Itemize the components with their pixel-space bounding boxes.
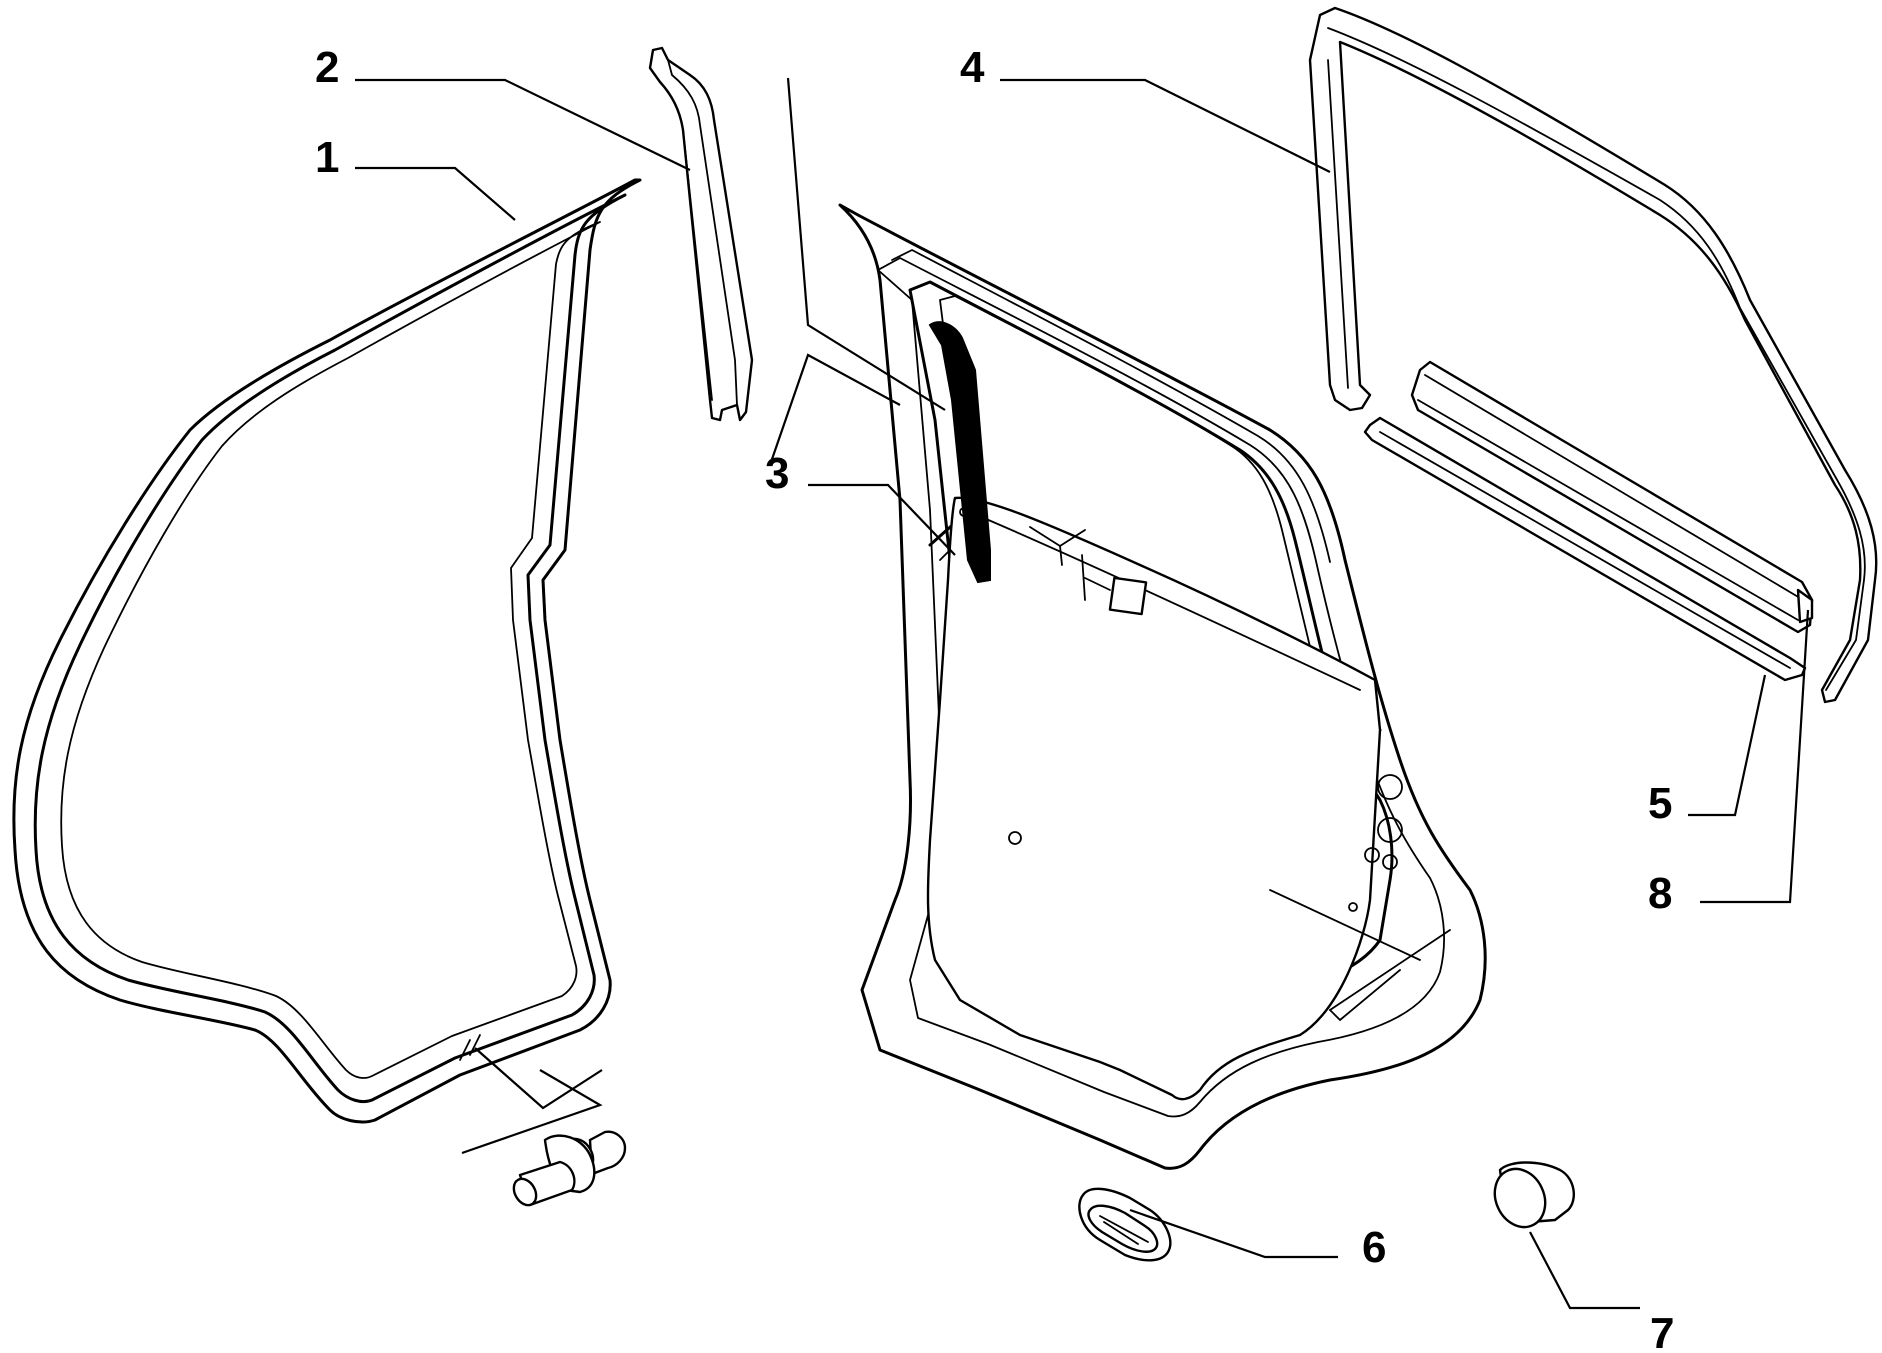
- door-seal-icon: [12, 178, 642, 1124]
- ref-line-a: [786, 77, 946, 411]
- callout-8: 8: [1648, 869, 1672, 918]
- window-channel-seal-icon: [1308, 6, 1878, 704]
- ref-line-d: [474, 1047, 603, 1110]
- leader-1: [355, 166, 516, 221]
- callout-labels: 1 2 3 4 5 6 7 8: [315, 43, 1674, 1353]
- beltline-weatherstrip-icon: [1363, 360, 1814, 682]
- callout-5: 5: [1648, 779, 1672, 828]
- rear-door-panel-icon: [838, 203, 1487, 1170]
- ref-line-b: [768, 353, 901, 466]
- push-pin-clip-icon: [512, 1130, 627, 1207]
- leader-7: [1529, 1231, 1640, 1310]
- leader-2: [355, 78, 691, 171]
- leader-lines: [355, 77, 1810, 1310]
- callout-7: 7: [1650, 1309, 1674, 1353]
- leader-8: [1700, 609, 1810, 904]
- callout-6: 6: [1362, 1223, 1386, 1272]
- callout-1: 1: [315, 133, 339, 182]
- leader-5: [1688, 674, 1767, 817]
- pillar-trim-strip-icon: [648, 46, 754, 422]
- round-plug-icon: [1493, 1161, 1576, 1229]
- leader-3: [808, 483, 956, 556]
- oval-grommet-icon: [1078, 1187, 1172, 1262]
- leader-6: [1129, 1208, 1338, 1259]
- callout-4: 4: [960, 43, 985, 92]
- callout-3: 3: [765, 449, 789, 498]
- leader-4: [1000, 78, 1331, 173]
- callout-2: 2: [315, 43, 339, 92]
- ref-line-c: [461, 1069, 603, 1155]
